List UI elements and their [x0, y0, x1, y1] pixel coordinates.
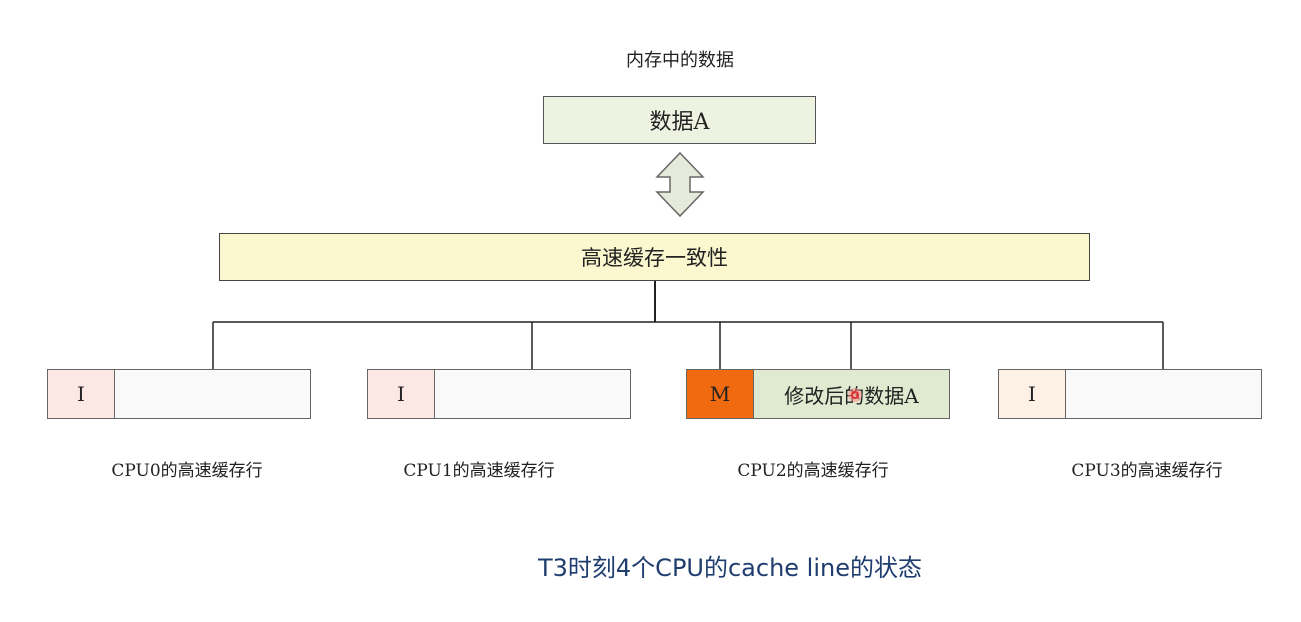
- cpu1-cache-data: [435, 370, 630, 418]
- cpu2-cache-state: M: [687, 370, 754, 418]
- mouse-cursor-indicator: [848, 388, 862, 402]
- cpu1-cache-line: I: [367, 369, 631, 419]
- cpu3-label: CPU3的高速缓存行: [1071, 461, 1223, 481]
- cpu2-label: CPU2的高速缓存行: [737, 461, 889, 481]
- cpu1-label: CPU1的高速缓存行: [403, 461, 555, 481]
- cache-coherence-label: 高速缓存一致性: [581, 246, 728, 270]
- cpu0-cache-state: I: [48, 370, 115, 418]
- cpu0-cache-line: I: [47, 369, 311, 419]
- memory-label: 内存中的数据: [626, 50, 734, 71]
- cpu1-cache-state: I: [368, 370, 435, 418]
- cpu2-cache-line: M 修改后的数据A: [686, 369, 950, 419]
- diagram-caption: T3时刻4个CPU的cache line的状态: [537, 554, 922, 582]
- cpu0-cache-data: [115, 370, 310, 418]
- cpu0-label: CPU0的高速缓存行: [111, 461, 263, 481]
- memory-data-box: 数据A: [543, 96, 816, 144]
- double-arrow-icon: [655, 151, 705, 218]
- cache-coherence-box: 高速缓存一致性: [219, 233, 1090, 281]
- cpu3-cache-state: I: [999, 370, 1066, 418]
- cpu3-cache-data: [1066, 370, 1261, 418]
- memory-data-value: 数据A: [649, 110, 710, 135]
- cpu3-cache-line: I: [998, 369, 1262, 419]
